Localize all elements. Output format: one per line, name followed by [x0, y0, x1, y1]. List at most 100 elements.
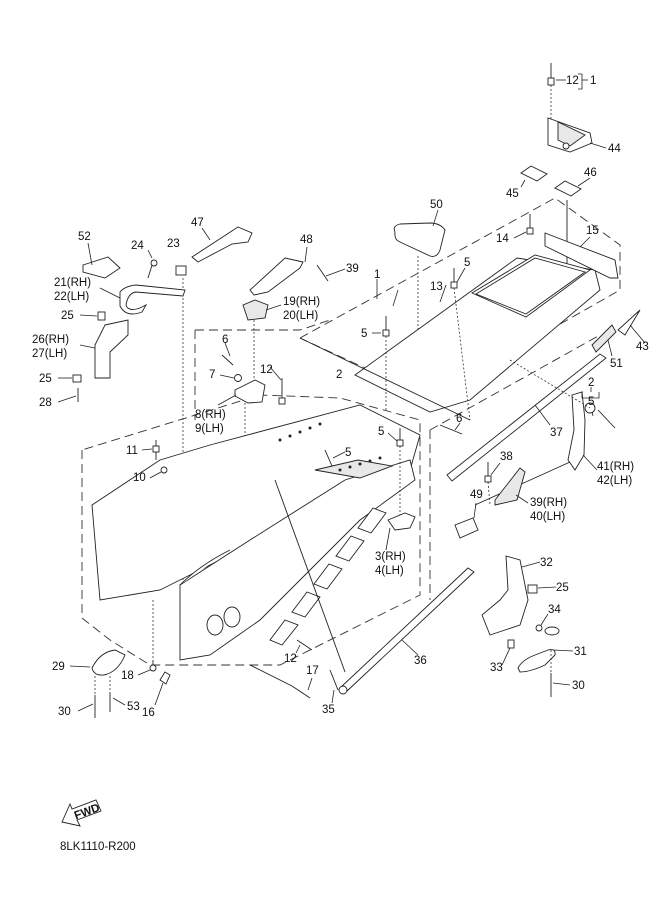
callout-34: 34 [548, 604, 561, 616]
callout-19-rh: 19(RH) [283, 296, 320, 308]
callout-43: 43 [636, 341, 649, 353]
callout-20-lh: 20(LH) [283, 310, 318, 322]
callout-50: 50 [430, 199, 443, 211]
callout-30: 30 [58, 706, 71, 718]
callout-28: 28 [39, 397, 52, 409]
callout-37: 37 [550, 427, 563, 439]
callout-29: 29 [52, 661, 65, 673]
part-39-side-panel [494, 467, 529, 506]
callout-11: 11 [126, 445, 138, 457]
callout-39: 39 [346, 263, 359, 275]
callout-48: 48 [300, 234, 313, 246]
callout-5: 5 [378, 426, 384, 438]
callout-53: 53 [127, 701, 140, 713]
part-7-nut [219, 374, 242, 382]
callout-9-lh: 9(LH) [195, 423, 224, 435]
callout-22-lh: 22(LH) [54, 291, 89, 303]
part-5-rivet-a [450, 267, 471, 421]
callout-25: 25 [39, 373, 52, 385]
callout-40-lh: 40(LH) [530, 511, 565, 523]
part-31-step [517, 649, 574, 673]
callout-16: 16 [142, 707, 155, 719]
callout-1: 1 [590, 75, 596, 87]
part-24-bolt [147, 249, 158, 279]
fwd-arrow-label: FWD [73, 802, 102, 822]
callout-41-rh: 41(RH) [597, 461, 634, 473]
callout-15: 15 [586, 225, 599, 237]
callout-18: 18 [121, 670, 134, 682]
callout-49: 49 [470, 489, 483, 501]
callout-12: 12 [260, 364, 273, 376]
part-53-rivet [109, 676, 126, 712]
part-37-rail [446, 353, 607, 482]
callout-21-rh: 21(RH) [54, 277, 91, 289]
callout-17: 17 [306, 665, 319, 677]
callout-42-lh: 42(LH) [597, 475, 632, 487]
callout-52: 52 [78, 231, 91, 243]
callout-51: 51 [610, 358, 623, 370]
part-44-bracket [547, 117, 593, 153]
callout-6: 6 [222, 334, 228, 346]
part-32-plate [481, 555, 541, 636]
part-16-clip [154, 671, 171, 706]
callout-5: 5 [464, 257, 470, 269]
part-35-rivet [329, 669, 339, 704]
part-49-bumper [454, 502, 479, 539]
part-15-bracket [544, 232, 619, 279]
part-13-tunnel-panel [354, 254, 601, 413]
part-38-rivet [484, 462, 501, 506]
callout-26-rh: 26(RH) [32, 334, 69, 346]
callout-38: 38 [500, 451, 513, 463]
callout-8-rh: 8(RH) [195, 409, 226, 421]
callout-5: 5 [361, 328, 367, 340]
callout-3-rh: 3(RH) [375, 551, 406, 563]
callout-31: 31 [574, 646, 587, 658]
part-33-bolt [501, 639, 515, 666]
callout-30: 30 [572, 680, 585, 692]
part-17-rivet [249, 664, 313, 699]
part-12-rivet-b [269, 366, 286, 405]
callout-25: 25 [61, 310, 74, 322]
part-28-bolt [57, 388, 79, 403]
part-14-rivet [513, 214, 534, 239]
callout-12: 12 [284, 653, 297, 665]
callout-1: 1 [374, 269, 380, 281]
callout-2: 2 [588, 377, 594, 389]
part-41-bracket [474, 391, 598, 506]
callout-labels: 1 12 44 45 46 50 14 15 13 5 1 43 51 2 5 … [32, 75, 649, 719]
part-30-rivet-b [77, 676, 96, 718]
part-25-nut-b [58, 374, 82, 383]
part-45-label [520, 165, 548, 188]
part-25-nut-a [79, 311, 106, 321]
part-18-bolt [137, 600, 157, 676]
part-39-rivet [316, 264, 346, 282]
part-6-rivet-a [439, 422, 463, 435]
part-43-trim [617, 309, 646, 344]
part-30-rivet-a [550, 650, 571, 697]
callout-25: 25 [556, 582, 569, 594]
part-26-bracket [79, 319, 129, 379]
callout-2: 2 [336, 369, 342, 381]
part-47-pad [191, 226, 253, 263]
main-frame-cutouts [206, 459, 394, 646]
part-3-bracket [385, 512, 416, 551]
callout-14: 14 [496, 233, 509, 245]
part-12-rivet-c [295, 639, 313, 654]
callout-32: 32 [540, 557, 553, 569]
part-5-rivet-b [372, 316, 390, 410]
part-6-rivet-b [221, 342, 234, 366]
callout-24: 24 [131, 240, 144, 252]
callout-13: 13 [430, 281, 443, 293]
callout-23: 23 [167, 238, 180, 250]
part-36-bar [274, 479, 475, 695]
callout-5: 5 [588, 396, 594, 408]
part-2-main-frame [91, 404, 421, 661]
drawing-code: 8LK1110-R200 [60, 841, 136, 853]
callout-47: 47 [191, 217, 204, 229]
callout-7: 7 [209, 369, 215, 381]
part-10-bolt [149, 466, 168, 479]
callout-39-rh: 39(RH) [530, 497, 567, 509]
fwd-arrow-icon: FWD [61, 799, 102, 827]
callout-35: 35 [322, 704, 335, 716]
